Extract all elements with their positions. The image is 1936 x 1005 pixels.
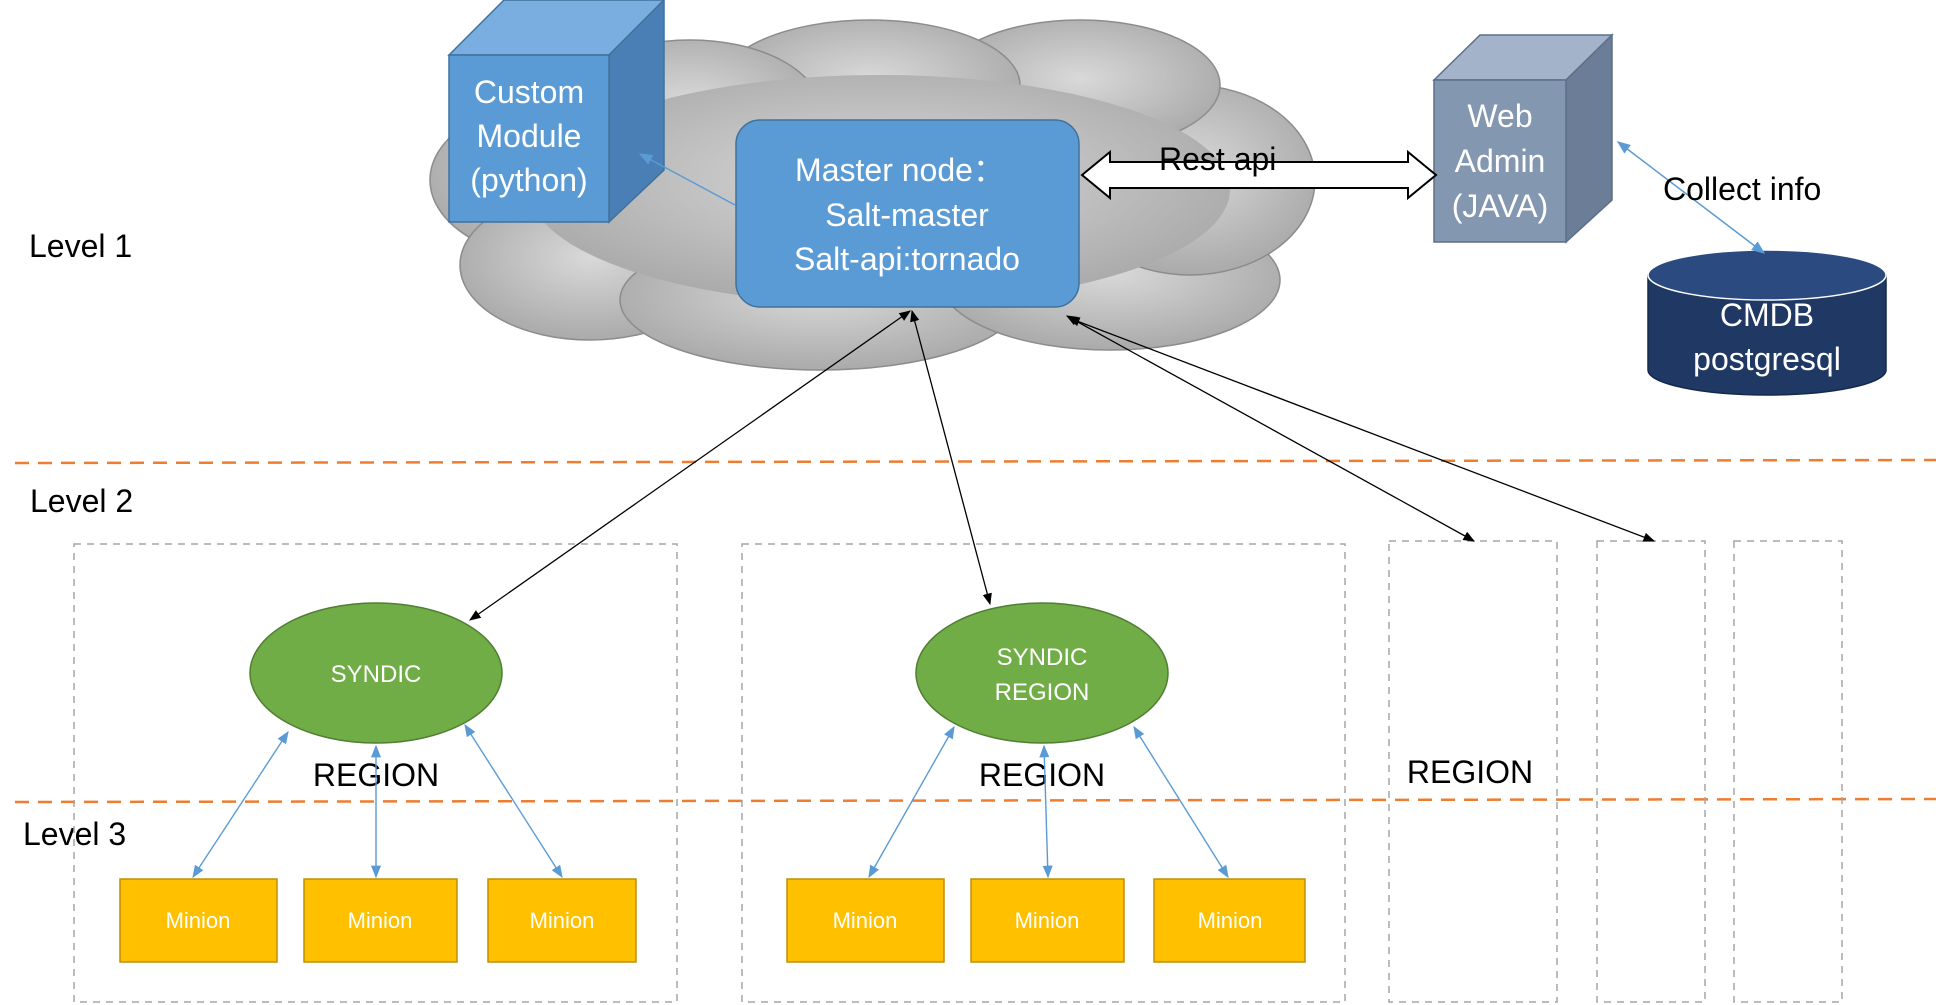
master-node-line2: Salt-master: [825, 197, 989, 233]
syndic-left-to-minion-1-connector: [192, 730, 289, 879]
syndic-middle-to-minion-3-connector: [1133, 725, 1229, 879]
minion-left-1: Minion: [119, 878, 278, 963]
collect-info-label: Collect info: [1663, 171, 1821, 207]
master-to-region-right2-connector: [1067, 317, 1656, 542]
region-middle-label: REGION: [979, 757, 1105, 793]
level-divider-2-3: [14, 797, 1936, 804]
cmdb-line2: postgresql: [1693, 341, 1841, 377]
master-to-module-connector: [638, 153, 736, 206]
master-node-line3: Salt-api:tornado: [794, 241, 1020, 277]
syndic-middle-label-line2: REGION: [995, 679, 1090, 706]
web-admin-cube: Web Admin (JAVA): [1432, 33, 1614, 244]
custom-module-line3: (python): [470, 162, 587, 198]
web-admin-line1: Web: [1467, 98, 1532, 134]
custom-module-line1: Custom: [474, 74, 584, 110]
syndic-left-label: SYNDIC: [331, 661, 422, 688]
minion-left-3-label: Minion: [530, 908, 595, 933]
minion-middle-3-label: Minion: [1198, 908, 1263, 933]
cmdb-database: CMDB postgresql: [1647, 249, 1887, 396]
syndic-left-node: SYNDIC: [249, 602, 503, 744]
syndic-middle-to-minion-2-connector: [1039, 744, 1053, 879]
level-1-label: Level 1: [29, 228, 132, 264]
region-box-left: [73, 543, 678, 1003]
region-box-middle: [741, 543, 1346, 1003]
minion-left-3: Minion: [487, 878, 637, 963]
web-admin-line2: Admin: [1455, 143, 1546, 179]
minion-middle-2: Minion: [970, 878, 1125, 963]
region-box-right-2: [1596, 540, 1706, 1003]
custom-module-line2: Module: [477, 118, 582, 154]
minion-left-1-label: Minion: [166, 908, 231, 933]
syndic-left-to-minion-3-connector: [464, 723, 563, 879]
web-admin-line3: (JAVA): [1452, 188, 1549, 224]
custom-module-cube: Custom Module (python): [447, 0, 666, 224]
syndic-middle-node: SYNDIC REGION: [915, 602, 1169, 744]
minion-left-2: Minion: [303, 878, 458, 963]
level-divider-1-2: [14, 458, 1936, 465]
level-3-label: Level 3: [23, 816, 126, 852]
region-box-right-3: [1733, 540, 1843, 1003]
minion-middle-1-label: Minion: [833, 908, 898, 933]
master-node-line1: Master node：: [795, 152, 1005, 188]
master-to-syndic-left-connector: [469, 310, 911, 621]
syndic-middle-label-line1: SYNDIC: [997, 644, 1088, 671]
level-2-label: Level 2: [30, 483, 133, 519]
master-node-box: Master node： Salt-master Salt-api:tornad…: [735, 119, 1080, 308]
minion-left-2-label: Minion: [348, 908, 413, 933]
cmdb-line1: CMDB: [1720, 297, 1814, 333]
region-right-label: REGION: [1407, 754, 1533, 790]
collect-info-arrow: [1616, 141, 1766, 254]
master-to-syndic-middle-connector: [910, 309, 992, 606]
rest-api-label: Rest api: [1159, 141, 1276, 177]
minion-middle-3: Minion: [1153, 878, 1306, 963]
syndic-middle-to-minion-1-connector: [868, 725, 955, 879]
rest-api-arrow: [1080, 149, 1438, 201]
master-to-region-right-connector: [1065, 315, 1476, 542]
minion-middle-1: Minion: [786, 878, 945, 963]
minion-middle-2-label: Minion: [1015, 908, 1080, 933]
